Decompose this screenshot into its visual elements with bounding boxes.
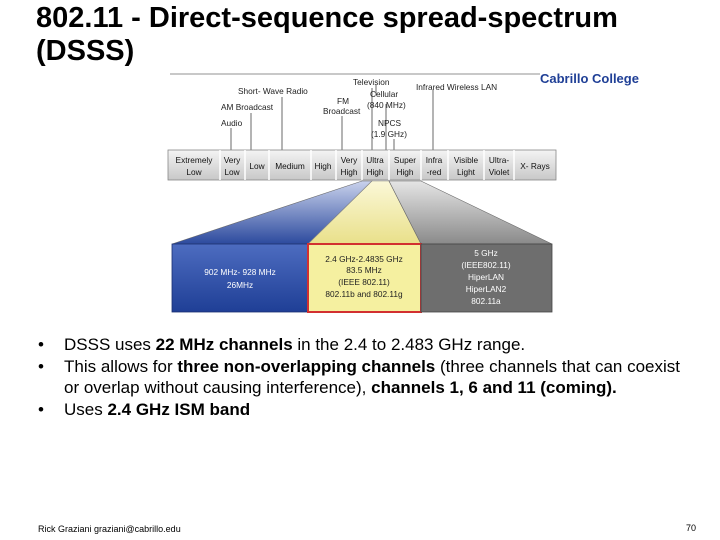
label-infrared-wlan: Infrared Wireless LAN [416, 82, 497, 92]
cell-10-line1: Visible [454, 155, 479, 165]
band-middle-variants: 802.11b and 802.11g [325, 289, 403, 299]
bullet-text: (three channels that can coexist or over… [64, 357, 680, 397]
cell-8-line2: High [396, 167, 413, 177]
label-fm: FM [337, 96, 349, 106]
cabrillo-college-logo: Cabrillo College [540, 71, 639, 86]
band-right-freq: 5 GHz [474, 248, 498, 258]
label-short-wave-radio: Short- Wave Radio [238, 86, 308, 96]
cell-4-line1: Medium [275, 161, 305, 171]
label-fm-broadcast: Broadcast [323, 106, 361, 116]
band-box-right [420, 243, 553, 313]
label-npcs-freq: (1.9 GHz) [371, 129, 407, 139]
cell-12-line1: X- Rays [520, 161, 550, 171]
cell-7-line1: Ultra [366, 155, 384, 165]
spectrum-diagram: Short- Wave Radio AM Broadcast Audio Tel… [167, 73, 557, 313]
cell-5-line1: High [314, 161, 331, 171]
cell-1-line1: Extremely [176, 155, 214, 165]
band-middle-range: 2.4 GHz-2.4835 GHz [325, 254, 402, 264]
bullet-bold: channels 1, 6 and 11 (coming). [371, 378, 617, 397]
cell-6-line1: Very [341, 155, 358, 165]
band-box-middle [307, 243, 422, 313]
cell-9-line1: Infra [426, 155, 443, 165]
bullet-text: DSSS uses [64, 335, 156, 354]
bullet-list: • DSSS uses 22 MHz channels in the 2.4 t… [38, 334, 698, 421]
cell-1-line2: Low [186, 167, 202, 177]
bullet-dot: • [38, 335, 44, 354]
cell-9-line2: -red [427, 167, 442, 177]
label-am-broadcast: AM Broadcast [221, 102, 274, 112]
band-left-range: 902 MHz- 928 MHz [204, 267, 275, 277]
bullet-dot: • [38, 400, 44, 419]
bullet-bold: three non-overlapping channels [177, 357, 436, 376]
band-right-hiperlan2: HiperLAN2 [466, 284, 507, 294]
label-television: Television [353, 77, 390, 87]
spectrum-bar [167, 149, 557, 181]
band-right-standard: (IEEE802.11) [461, 260, 510, 270]
band-left-width: 26MHz [227, 280, 253, 290]
band-right-hiperlan: HiperLAN [468, 272, 504, 282]
label-cellular-freq: (840 MHz) [367, 100, 406, 110]
cell-11-line2: Violet [489, 167, 510, 177]
bullet-text: in the 2.4 to 2.483 GHz range. [292, 335, 526, 354]
cell-6-line2: High [340, 167, 357, 177]
band-box-left [171, 243, 309, 313]
leader-lines [230, 85, 434, 150]
cell-8-line1: Super [394, 155, 416, 165]
cell-7-line2: High [366, 167, 383, 177]
label-npcs: NPCS [378, 118, 402, 128]
cell-2-line1: Very [224, 155, 241, 165]
bullet-bold: 2.4 GHz ISM band [107, 400, 251, 419]
bullet-bold: 22 MHz channels [155, 335, 293, 354]
cell-11-line1: Ultra- [489, 155, 510, 165]
cell-3-line1: Low [249, 161, 265, 171]
bullet-text: This allows for [64, 357, 178, 376]
label-cellular: Cellular [370, 89, 398, 99]
band-middle-standard: (IEEE 802.11) [338, 277, 390, 287]
bullet-dot: • [38, 357, 44, 376]
page-number: 70 [686, 523, 697, 533]
cell-10-line2: Light [457, 167, 476, 177]
spectrum-cell-labels: Extremely Low Very Low Low Medium High V… [176, 155, 550, 177]
footer-author: Rick Graziani graziani@cabrillo.edu [38, 524, 181, 534]
band-middle-width: 83.5 MHz [346, 265, 382, 275]
bullet-item: • DSSS uses 22 MHz channels in the 2.4 t… [38, 334, 698, 355]
slide-title: 802.11 - Direct-sequence spread-spectrum… [36, 2, 618, 67]
bullet-item: • This allows for three non-overlapping … [38, 356, 698, 398]
bullet-item: • Uses 2.4 GHz ISM band [38, 399, 698, 420]
band-right-80211a: 802.11a [471, 296, 501, 306]
label-audio: Audio [221, 118, 243, 128]
bullet-text: Uses [64, 400, 108, 419]
cell-2-line2: Low [224, 167, 240, 177]
